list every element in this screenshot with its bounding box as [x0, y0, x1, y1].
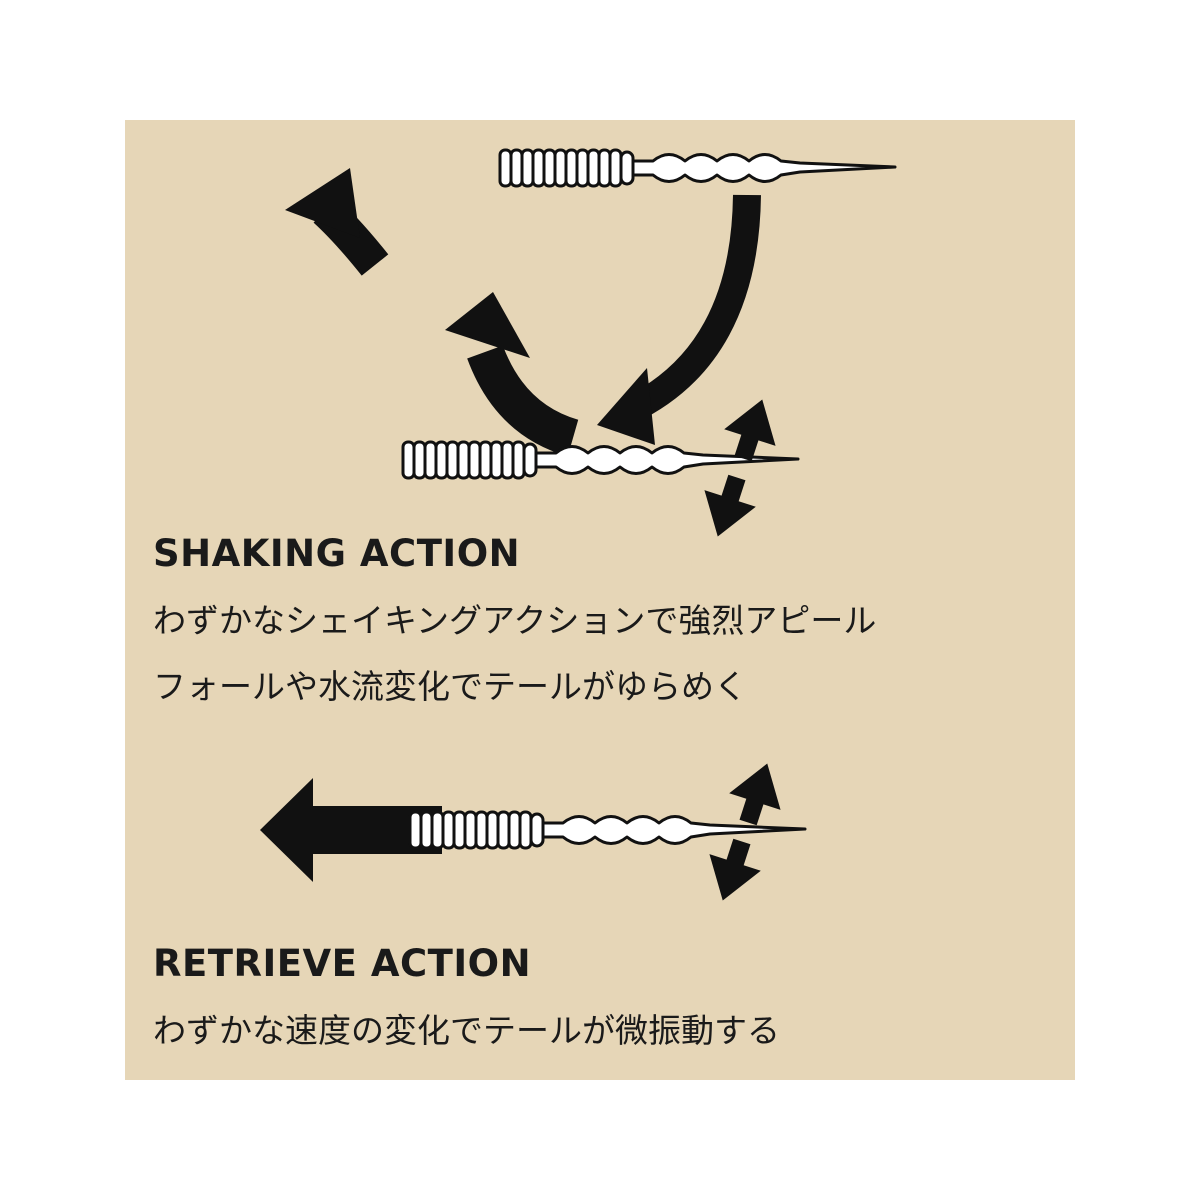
retrieve-description-line-1: わずかな速度の変化でテールが微振動する	[153, 1011, 780, 1050]
action-illustration	[260, 148, 897, 909]
shaking-description-line-1: わずかなシェイキングアクションで強烈アピール	[153, 601, 877, 640]
illustration-panel: SHAKING ACTION わずかなシェイキングアクションで強烈アピール フォ…	[125, 120, 1075, 1080]
lure-top	[498, 148, 897, 188]
shaking-description-line-2: フォールや水流変化でテールがゆらめく	[153, 667, 747, 706]
retrieve-action-heading: RETRIEVE ACTION	[153, 942, 532, 985]
shaking-action-heading: SHAKING ACTION	[153, 532, 521, 575]
curved-arrow-upper-left	[285, 168, 389, 276]
curved-arrow-middle	[445, 292, 579, 457]
curved-arrow-down	[597, 194, 761, 445]
shake-double-arrow	[692, 391, 788, 545]
